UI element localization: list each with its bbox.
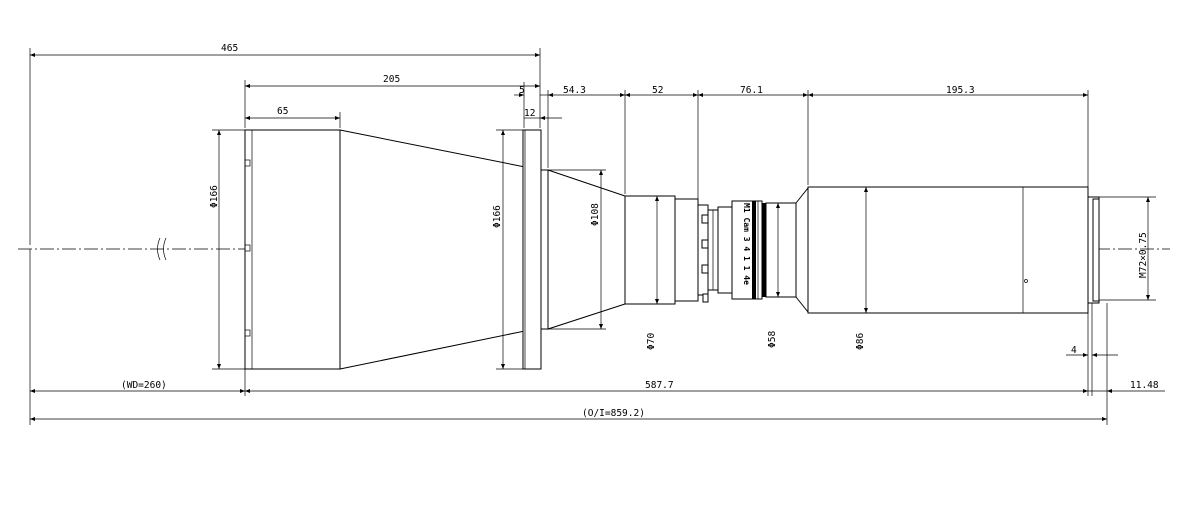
- front-cone: [339, 129, 526, 370]
- dim-54-3: 54.3: [563, 85, 586, 96]
- dim-76-1: 76.1: [740, 85, 763, 96]
- dim-52: 52: [652, 85, 663, 96]
- top-dimensions: 465 205 65 5 12 54.3 52 76.1 195.3: [29, 43, 1089, 245]
- dim-195-3: 195.3: [946, 85, 975, 96]
- bottom-dimensions: 4 (WD=260) 587.7 11.48 (O/I=859.2): [29, 249, 1165, 425]
- dim-65: 65: [277, 106, 288, 117]
- dim-wd: (WD=260): [121, 380, 167, 391]
- dim-dia-70: Φ70: [646, 333, 657, 350]
- diameter-dimensions: Φ166 Φ166 Φ108 Φ70 Φ58 Φ86 M72×0.75: [209, 129, 1156, 370]
- dim-5: 5: [519, 85, 525, 96]
- dim-205: 205: [383, 74, 400, 85]
- tube-section: [624, 195, 676, 305]
- dim-dia-58: Φ58: [767, 331, 778, 348]
- mount-flange: [522, 129, 542, 370]
- dim-dia-86: Φ86: [855, 333, 866, 350]
- rear-cone: [547, 169, 626, 330]
- lens-body: M1 Cam 3 4 1 1 4e: [244, 129, 1100, 370]
- flange-collar: [540, 169, 549, 330]
- dim-587-7: 587.7: [645, 380, 674, 391]
- dim-11-48: 11.48: [1130, 380, 1159, 391]
- dim-dia-108: Φ108: [590, 203, 601, 226]
- front-hood: [244, 129, 341, 370]
- dim-oi: (O/I=859.2): [582, 408, 645, 419]
- dim-465: 465: [221, 43, 238, 54]
- dim-dia-166-front: Φ166: [209, 185, 220, 208]
- dim-thread-m72: M72×0.75: [1138, 232, 1149, 278]
- ring-marking: M1 Cam 3 4 1 1 4e: [742, 203, 751, 285]
- dim-4: 4: [1071, 345, 1077, 356]
- rear-barrel: [807, 186, 1089, 314]
- dim-dia-166-flange: Φ166: [492, 205, 503, 228]
- dim-12: 12: [524, 108, 535, 119]
- break-symbol: [157, 237, 167, 261]
